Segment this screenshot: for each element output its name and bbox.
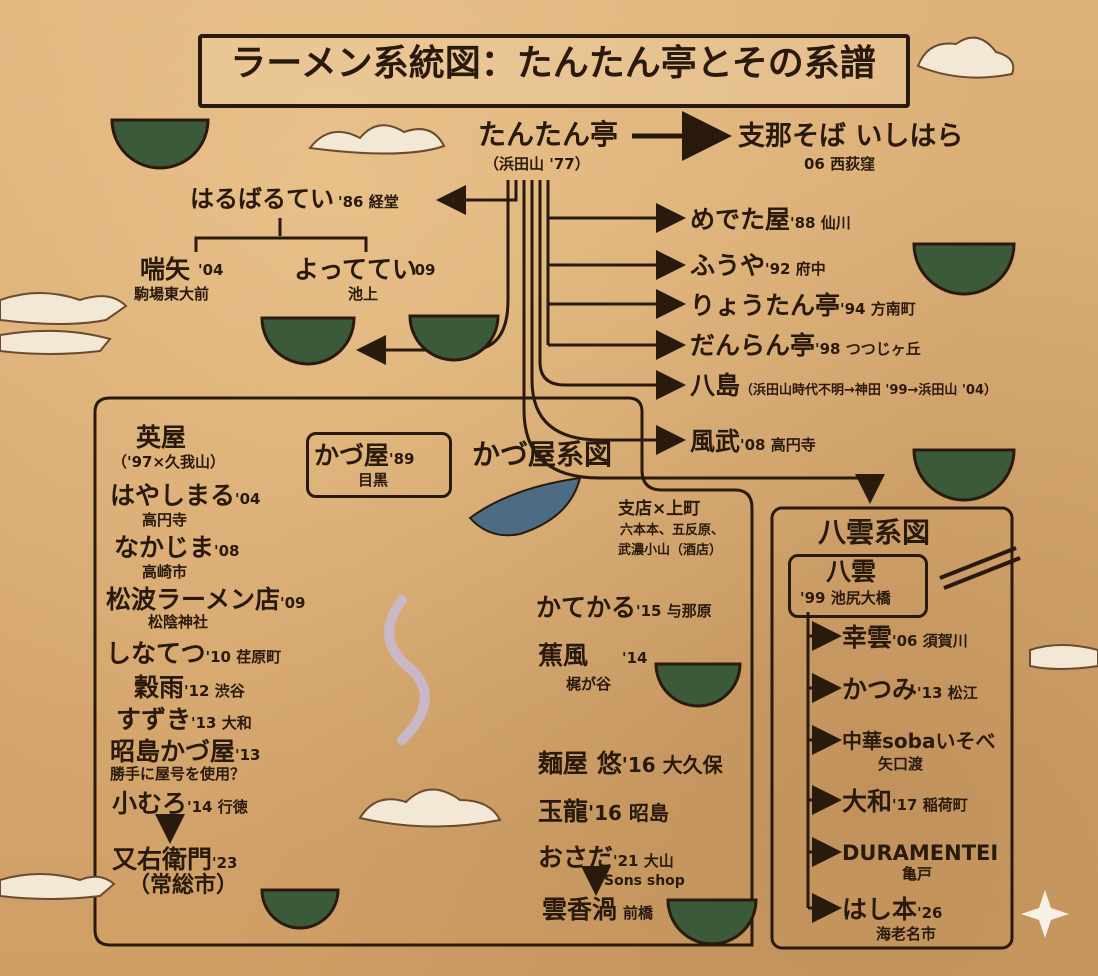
- root-name: たんたん亭: [478, 118, 619, 151]
- mist-decoration: [0, 873, 116, 900]
- yakumo-section-title: 八雲系図: [818, 516, 931, 549]
- kazuya-left-item: 昭島かづ屋'13: [110, 737, 261, 766]
- ramen-bowl-icon: [912, 448, 1016, 502]
- cloud-decoration: [308, 124, 446, 155]
- kazuya-left-item: 小むろ'14 行徳: [112, 789, 248, 818]
- kazuya-left-sub: 高崎市: [142, 563, 188, 581]
- kazuya-left-item: 穀雨'12 渋谷: [134, 673, 245, 702]
- kazuya-box: [306, 432, 452, 498]
- ishihara-name: 支那そば いしはら: [738, 121, 964, 152]
- kazuya-shiten-line: 武濃小山（酒店）: [618, 543, 723, 558]
- arrow-fubu: [530, 180, 686, 455]
- kazuya-box-name: かづ屋'89: [314, 441, 415, 470]
- kazuya-right-sub: 梶が谷: [566, 675, 612, 693]
- haru-child-name: 喘矢: [140, 255, 191, 284]
- kazuya-left-sub: 勝手に屋号を使用？: [110, 765, 246, 783]
- haru-child-place: 駒場東大前: [134, 285, 210, 303]
- cloud-decoration: [916, 36, 1015, 79]
- sons-shop-label: Sons shop: [604, 873, 685, 889]
- ramen-bowl-icon: [666, 898, 758, 946]
- branch-item: めでた屋'88 仙川: [690, 205, 851, 234]
- page-title: ラーメン系統図：たんたん亭とその系譜: [230, 43, 876, 84]
- steam-decoration: [384, 595, 430, 745]
- kazuya-left-sub: 松陰神社: [148, 613, 209, 631]
- yakumo-child: 大和'17 稲荷町: [842, 787, 968, 816]
- kazuya-right-item: おさだ'21 大山: [538, 843, 674, 872]
- fish-icon: [468, 476, 582, 537]
- kazuya-shiten-line: 支店×上町: [618, 499, 701, 519]
- ramen-bowl-icon: [260, 316, 356, 366]
- yakumo-child: かつみ'13 松江: [842, 675, 978, 704]
- sparkle-icon: [1021, 890, 1069, 938]
- ramen-bowl-icon: [110, 118, 210, 170]
- kazuya-shiten-line: 六本本、五反原、: [620, 523, 725, 538]
- haru-name: はるばるてい'86 経堂: [190, 185, 399, 213]
- kazuya-left-item: はやしまる'04: [110, 481, 261, 510]
- ramen-bowl-icon: [654, 662, 742, 708]
- kazuya-right-item: 雲香渦前橋: [542, 895, 654, 924]
- kazuya-left-item: 松波ラーメン店'09: [106, 585, 306, 614]
- kazuya-region-border: [93, 396, 754, 947]
- cloud-decoration: [358, 788, 502, 828]
- mist-decoration: [0, 292, 128, 325]
- branch-item: ふうや'92 府中: [690, 251, 826, 280]
- ramen-bowl-icon: [260, 888, 340, 930]
- yakumo-child-sub: 矢口渡: [878, 755, 924, 773]
- yakumo-child: 幸雲'06 須賀川: [842, 623, 968, 652]
- mist-decoration: [1029, 644, 1098, 670]
- haru-child-name: よっててい: [294, 255, 418, 284]
- yakumo-child-sub: 亀戸: [902, 865, 933, 883]
- yakumo-child-sub: 海老名市: [876, 925, 937, 943]
- kazuya-box-place: 目黒: [358, 471, 389, 489]
- kazuya-right-meta: '14: [622, 649, 648, 667]
- kazuya-left-sub: （常総市）: [128, 873, 239, 898]
- arrow-yakumo: [522, 180, 885, 504]
- yakumo-box-sub: '99 池尻大橋: [800, 589, 891, 607]
- ishihara-meta: 06 西荻窪: [804, 155, 876, 173]
- branch-item: だんらん亭'98 つつじヶ丘: [690, 331, 921, 360]
- kazuya-left-sub: 高円寺: [142, 511, 188, 529]
- arrow-yashima: [538, 180, 686, 400]
- mist-decoration: [0, 329, 112, 355]
- kazuya-left-item: すずき'13 大和: [116, 705, 252, 734]
- chopsticks-icon: [939, 546, 1017, 580]
- root-sub: （浜田山 '77）: [484, 155, 590, 173]
- kazuya-left-item: しなてつ'10 荏原町: [106, 639, 282, 668]
- kazuya-left-item: 又右衛門'23: [112, 845, 238, 874]
- title-frame: [198, 34, 910, 108]
- yakumo-child: DURAMENTEI: [842, 841, 999, 865]
- bowl-decorations: [110, 118, 1016, 946]
- kazuya-left-sub: （'97×久我山）: [112, 453, 226, 471]
- yakumo-region-border: [770, 506, 1014, 950]
- kazuya-left-item: 英屋: [136, 423, 187, 452]
- haru-child-meta: '04: [198, 261, 224, 279]
- yakumo-child: 中華sobaいそべ: [842, 729, 996, 753]
- arrow-haruba: [436, 180, 518, 215]
- yakumo-child: はし本'26: [842, 895, 943, 924]
- ramen-bowl-icon: [408, 314, 500, 362]
- ramen-bowl-icon: [912, 242, 1016, 296]
- kazuya-right-item: 蕉風: [538, 641, 589, 670]
- kazuya-right-item: 麺屋 悠'16 大久保: [538, 749, 723, 778]
- kazuya-left-item: なかじま'08: [114, 533, 240, 562]
- yakumo-box-name: 八雲: [826, 557, 877, 586]
- branch-item: 八島（浜田山時代不明→神田 '99→浜田山 '04）: [690, 371, 997, 400]
- kazuya-right-item: 玉龍'16 昭島: [538, 797, 669, 826]
- branch-item: 風武'08 高円寺: [690, 427, 816, 456]
- kazuya-section-title: かづ屋系図: [472, 438, 613, 471]
- kazuya-right-item: かてかる'15 与那原: [536, 593, 712, 622]
- yakumo-box: [788, 554, 928, 618]
- haru-child-place: 池上: [348, 285, 379, 303]
- branch-item: りょうたん亭'94 方南町: [690, 291, 916, 320]
- haru-child-meta: '09: [410, 261, 436, 279]
